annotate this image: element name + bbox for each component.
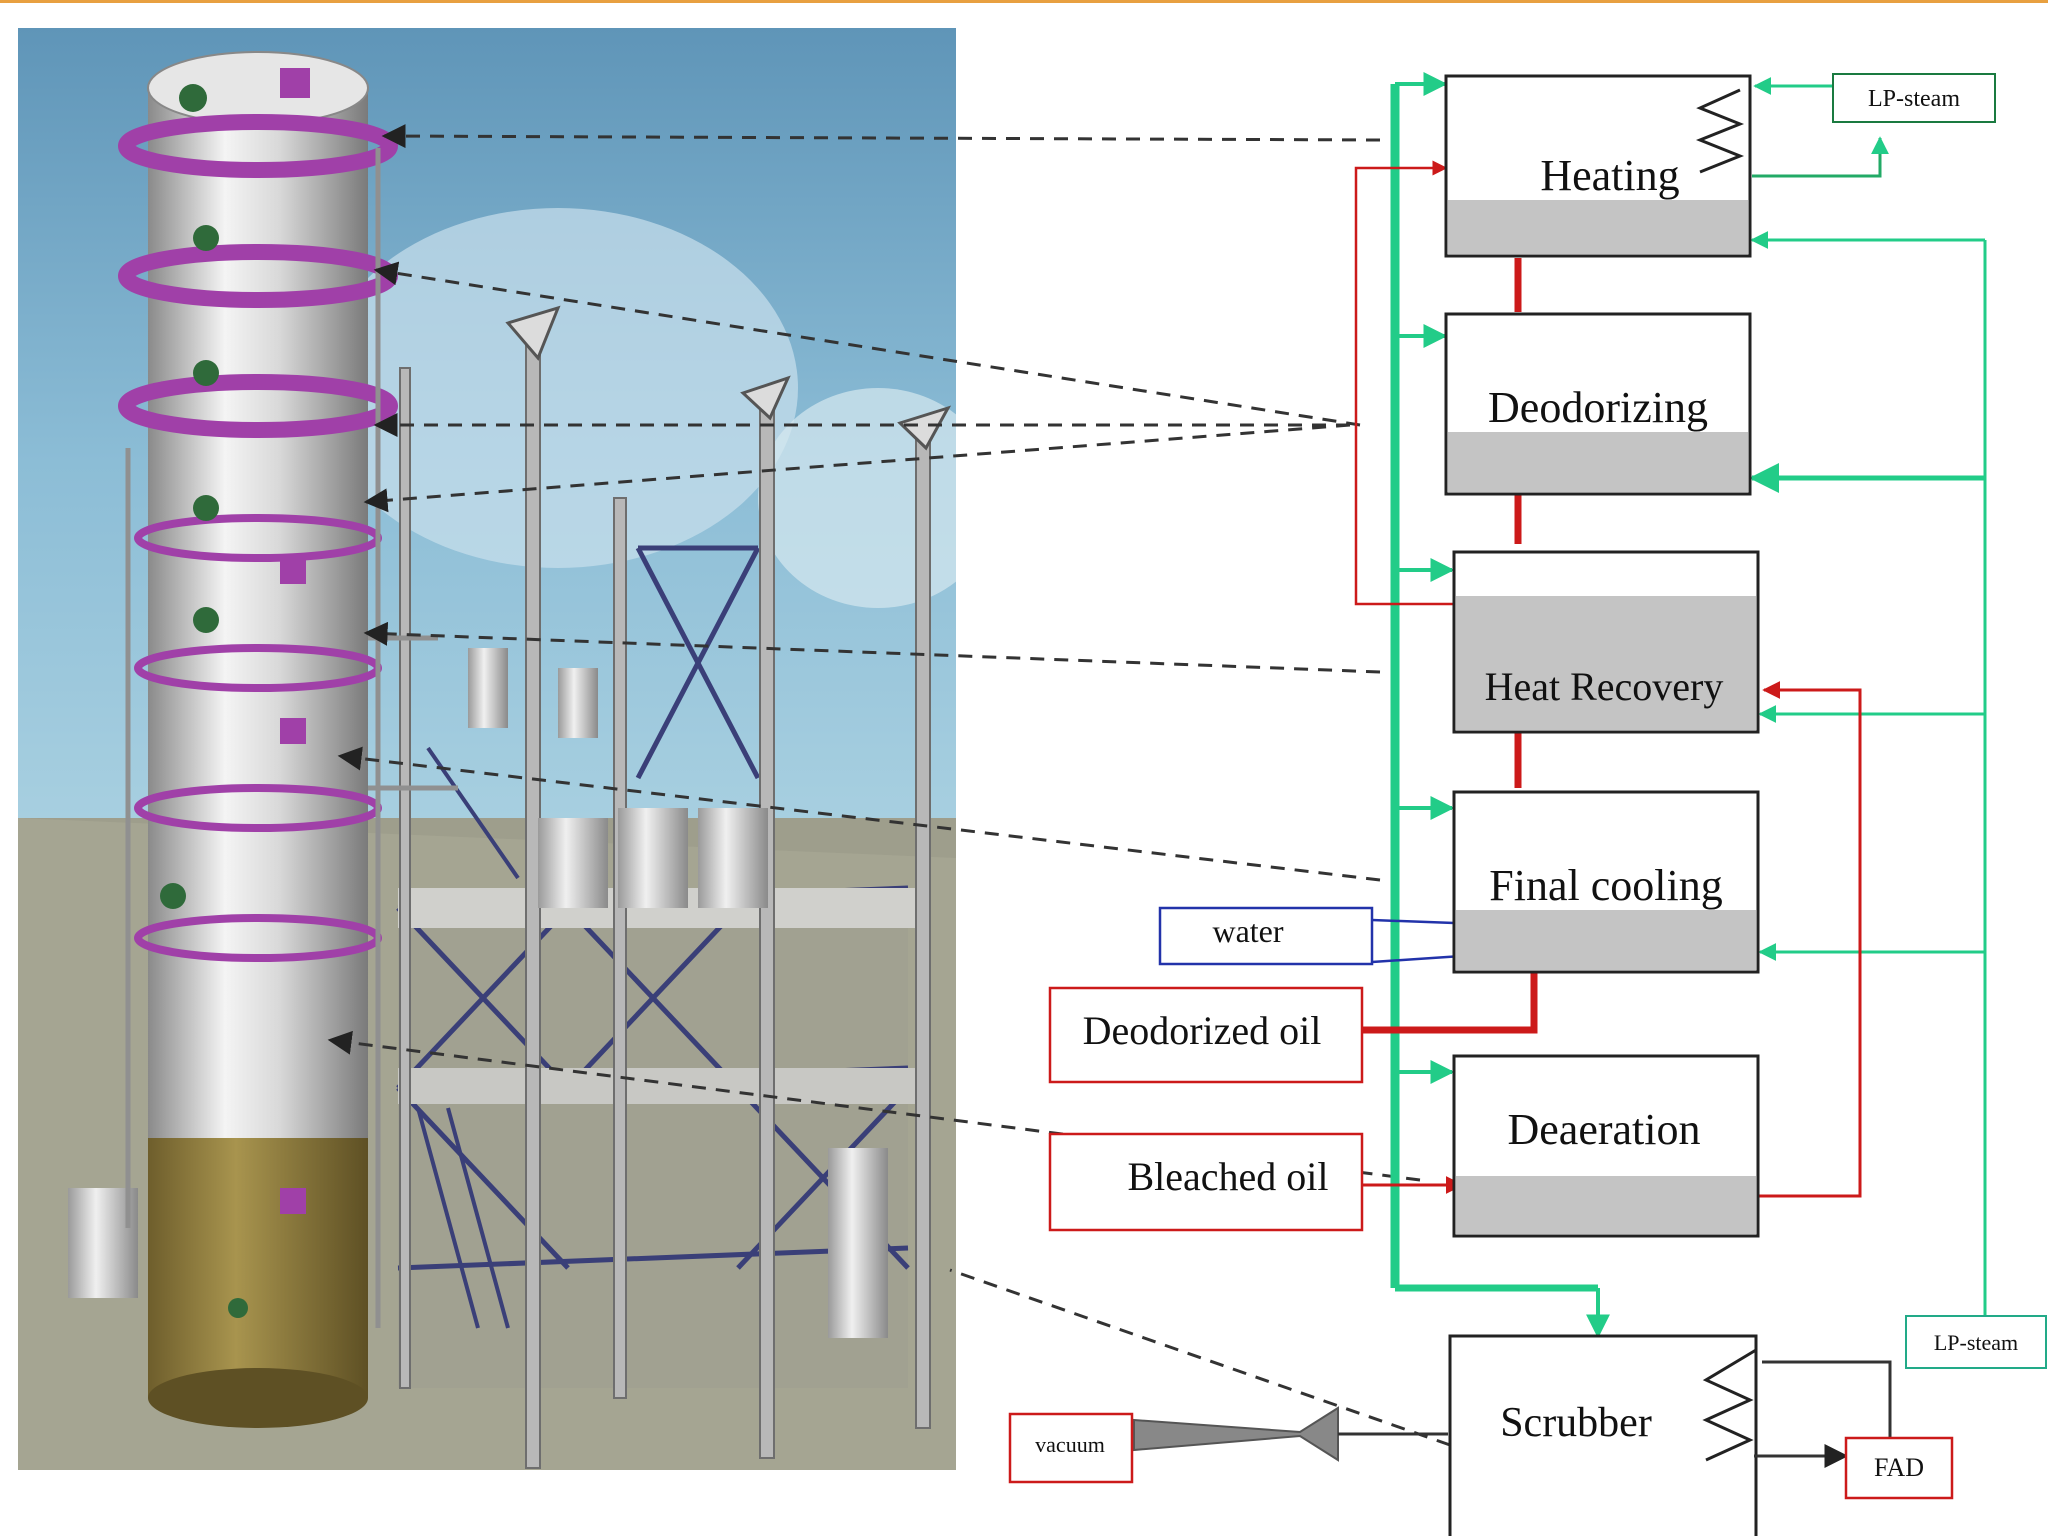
oil-lines [1354,160,1862,1198]
lp-steam-bottom-box: LP-steam [1905,1315,2047,1369]
heat-recovery-feed [1756,681,1862,1198]
leader-lines [327,124,1451,1447]
cloud [758,388,956,608]
leader-line [949,1268,1451,1447]
top-accent-bar [0,0,2048,3]
leader-line [381,124,1381,149]
plant-rendering [18,28,956,1470]
deodorizing-label: Deodorizing [1488,383,1708,432]
pole-tops [505,305,952,451]
bleached-oil-box: Bleached oil [1048,1132,1364,1232]
column-piping [125,148,458,1328]
leader-line [363,621,1381,674]
fad-label: FAD [1874,1453,1924,1482]
lp-steam-top-label: LP-steam [1868,86,1960,112]
steam-lines [1390,72,1987,1339]
vacuum-label: vacuum [1035,1432,1105,1457]
steel-structure [396,545,910,1388]
final-cooling-label: Final cooling [1489,861,1722,910]
scrubber-label: Scrubber [1500,1400,1652,1446]
vacuum-ejector [1133,1406,1339,1462]
fad-box: FAD [1844,1436,1954,1500]
heat-recovery-unit: Heat Recovery [1452,550,1760,734]
deodorized-oil-label: Deodorized oil [1083,1008,1322,1053]
heating-label: Heating [1540,151,1679,200]
manholes [160,84,248,1318]
leader-line [363,423,1351,513]
deaeration-label: Deaeration [1508,1105,1701,1154]
deodorizing-unit: Deodorizing [1444,312,1752,496]
fad-piping [1754,1360,1892,1468]
platform-deck [398,1068,918,1104]
heating-unit: Heating [1444,74,1752,258]
lp-steam-bottom-label: LP-steam [1934,1330,2018,1355]
purple-nozzles [280,68,310,1214]
lp-steam-top-piping [1752,136,1889,178]
leader-line [337,746,1381,882]
deodorized-oil-box: Deodorized oil [1048,986,1364,1084]
lp-steam-top-box: LP-steam [1832,73,1996,123]
scrubber-coil [1702,1348,1757,1462]
heating-coil [1695,88,1745,174]
leader-line [327,1030,1421,1182]
final-cooling-unit: Final cooling [1452,790,1760,974]
bleached-oil-label: Bleached oil [1127,1154,1328,1199]
leader-line [373,261,1361,427]
water-label: water [1212,913,1283,949]
deodorized-oil-line [1362,972,1538,1034]
column-bottom [148,1368,368,1428]
deodorizer-column [148,88,368,1168]
water-box: water [1158,906,1374,966]
scrubber-unit: Scrubber [1448,1334,1758,1536]
column-skirt [148,1138,368,1398]
vacuum-box: vacuum [1008,1412,1134,1484]
deaeration-unit: Deaeration [1452,1054,1760,1238]
heat-recovery-label: Heat Recovery [1485,664,1724,709]
